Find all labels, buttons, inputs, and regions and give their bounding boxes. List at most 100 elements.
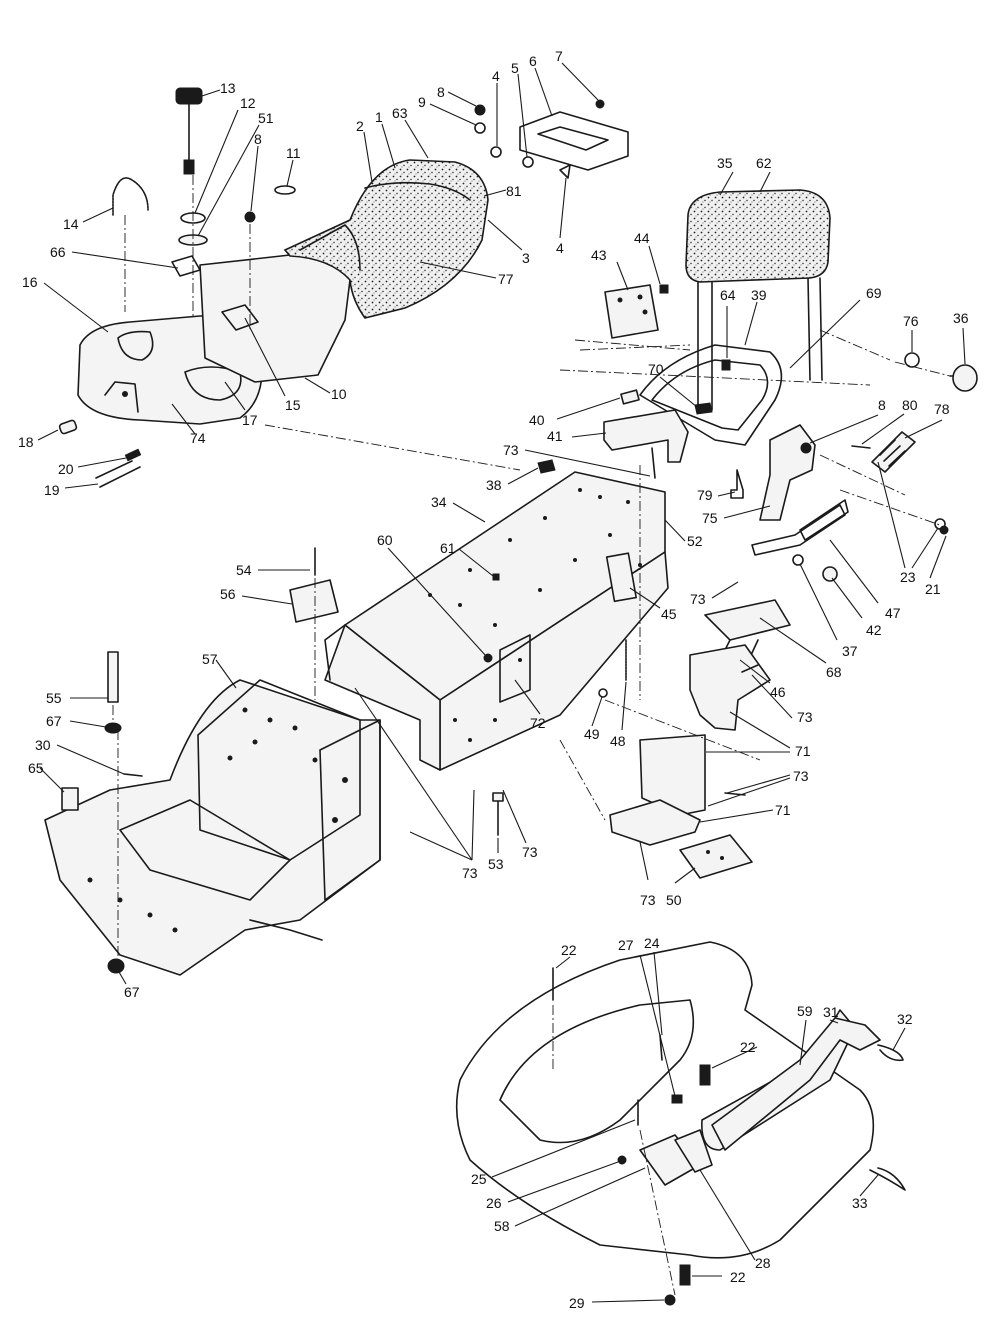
bracket-56-group bbox=[289, 547, 339, 623]
leader-24 bbox=[653, 951, 663, 1036]
leader-50 bbox=[674, 867, 696, 884]
callout-43: 43 bbox=[591, 247, 607, 263]
leader-13 bbox=[201, 89, 221, 97]
callout-70: 70 bbox=[648, 361, 664, 377]
callout-8-right: 8 bbox=[878, 397, 886, 413]
leader-51 bbox=[197, 124, 260, 237]
pan-hole bbox=[342, 777, 348, 783]
leader-44 bbox=[648, 245, 661, 285]
backrest-lower-loop-inner bbox=[651, 359, 769, 431]
callout-62: 62 bbox=[756, 155, 772, 171]
pan-hole bbox=[147, 912, 153, 918]
callout-71-b: 71 bbox=[775, 802, 791, 818]
bracket-43-hole-c bbox=[642, 309, 648, 315]
pan-hole bbox=[242, 707, 248, 713]
callout-73-g: 73 bbox=[522, 844, 538, 860]
leader-61 bbox=[458, 548, 494, 577]
leader-39 bbox=[744, 301, 758, 346]
leader-74 bbox=[171, 403, 196, 435]
callout-29: 29 bbox=[569, 1295, 585, 1311]
pan-hole bbox=[312, 757, 318, 763]
seat-base-handle bbox=[221, 304, 259, 331]
fuel-tank-cap-well bbox=[117, 330, 154, 361]
leader-28 bbox=[699, 1169, 756, 1261]
frame-hole bbox=[493, 623, 497, 627]
pan-hole bbox=[117, 897, 123, 903]
callout-48: 48 bbox=[610, 733, 626, 749]
leader-7 bbox=[561, 62, 599, 101]
leader-77 bbox=[419, 261, 497, 279]
frame-hole bbox=[468, 568, 472, 572]
leader-38 bbox=[507, 467, 539, 485]
centerline bbox=[639, 1129, 676, 1296]
callout-46: 46 bbox=[770, 684, 786, 700]
backrest-lower-loop bbox=[639, 344, 783, 446]
callout-13: 13 bbox=[220, 80, 236, 96]
clip-61 bbox=[492, 573, 500, 581]
leader-33 bbox=[859, 1174, 879, 1197]
fuel-hose bbox=[95, 460, 141, 488]
bolt-70 bbox=[694, 402, 713, 415]
support-strap-47 bbox=[799, 499, 849, 541]
bracket-56 bbox=[289, 579, 339, 623]
washer-76 bbox=[904, 352, 920, 368]
leader-8c bbox=[809, 414, 879, 444]
screw-7 bbox=[595, 99, 605, 109]
pivot-nut-8 bbox=[800, 442, 812, 454]
leader-72 bbox=[514, 679, 541, 715]
leader-81 bbox=[483, 189, 507, 197]
leader-71a bbox=[729, 711, 791, 749]
foot-pan-holes bbox=[87, 707, 348, 933]
callout-15: 15 bbox=[285, 397, 301, 413]
leader-20 bbox=[77, 457, 127, 468]
callout-18: 18 bbox=[18, 434, 34, 450]
fuel-gauge-sender bbox=[183, 159, 195, 175]
frame-hole bbox=[598, 495, 602, 499]
leader-8b bbox=[250, 145, 259, 212]
centerline bbox=[559, 369, 871, 386]
leader-60 bbox=[387, 547, 487, 657]
callout-19: 19 bbox=[44, 482, 60, 498]
callout-59: 59 bbox=[797, 1003, 813, 1019]
main-frame-rear bbox=[324, 624, 346, 681]
leader-73e bbox=[707, 777, 791, 807]
pin-55 bbox=[107, 651, 119, 703]
frame-hole bbox=[493, 718, 497, 722]
callout-25: 25 bbox=[471, 1171, 487, 1187]
clip-27 bbox=[671, 1094, 683, 1104]
leader-34 bbox=[452, 502, 486, 523]
callout-50: 50 bbox=[666, 892, 682, 908]
leader-31 bbox=[829, 1019, 839, 1024]
callout-79: 79 bbox=[697, 487, 713, 503]
leader-23a bbox=[877, 461, 906, 569]
leader-49 bbox=[591, 696, 603, 727]
callout-8-top: 8 bbox=[437, 84, 445, 100]
callout-14: 14 bbox=[63, 216, 79, 232]
callout-60: 60 bbox=[377, 532, 393, 548]
pan-hole bbox=[252, 739, 258, 745]
callout-69: 69 bbox=[866, 285, 882, 301]
seat-cushion-mid bbox=[299, 224, 361, 271]
callout-53: 53 bbox=[488, 856, 504, 872]
callout-4-top: 4 bbox=[492, 68, 500, 84]
nut-26 bbox=[617, 1155, 627, 1165]
callout-32: 32 bbox=[897, 1011, 913, 1027]
foot-pan-inner-floor bbox=[119, 799, 291, 901]
callout-55: 55 bbox=[46, 690, 62, 706]
leader-67a bbox=[69, 720, 107, 728]
centerline bbox=[819, 329, 891, 361]
callout-41: 41 bbox=[547, 428, 563, 444]
bracket-71-lower bbox=[609, 799, 701, 846]
washer-9 bbox=[474, 122, 486, 134]
foot-pan-console bbox=[197, 679, 361, 861]
seat-cushion bbox=[283, 159, 489, 319]
leader-36 bbox=[962, 327, 966, 365]
leader-75 bbox=[723, 505, 771, 519]
leader-43 bbox=[616, 261, 629, 291]
bracket-71-upper bbox=[689, 644, 771, 731]
leader-73c bbox=[751, 674, 793, 719]
pin-80 bbox=[851, 445, 871, 449]
backrest-hinge-41 bbox=[603, 409, 689, 463]
callout-52: 52 bbox=[687, 533, 703, 549]
